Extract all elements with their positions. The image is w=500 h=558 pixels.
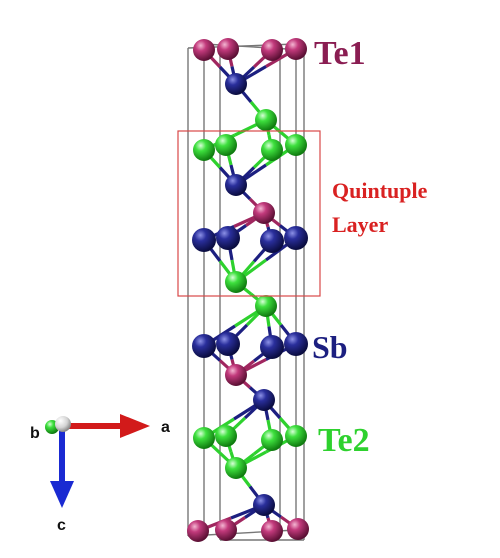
te2-atom <box>255 295 277 317</box>
te2-atom <box>261 429 283 451</box>
te2-atom <box>193 427 215 449</box>
axis-b-label: b <box>30 425 40 442</box>
te1-atom <box>287 518 309 540</box>
sb-atom <box>260 229 284 253</box>
sb-atom <box>216 226 240 250</box>
te2-atom <box>215 425 237 447</box>
te2-atom <box>285 134 307 156</box>
sb-atom <box>192 228 216 252</box>
te2-label: Te2 <box>318 422 370 459</box>
sb-atom <box>284 332 308 356</box>
sb-atom <box>225 73 247 95</box>
te1-atom <box>253 202 275 224</box>
quintuple-label-line1: Quintuple <box>332 178 428 203</box>
axis-c-arrowhead <box>50 481 74 508</box>
te1-atom <box>261 39 283 61</box>
quintuple-label-line2: Layer <box>332 212 388 237</box>
axis-a-label: a <box>161 419 170 436</box>
te1-atom <box>193 39 215 61</box>
sb-atom <box>260 335 284 359</box>
te2-atom <box>255 109 277 131</box>
axis-a-arrowhead <box>120 414 150 438</box>
te1-atom <box>217 38 239 60</box>
te1-atom <box>187 520 209 542</box>
sb-label: Sb <box>312 329 348 365</box>
te1-label: Te1 <box>314 35 366 72</box>
bonds <box>197 47 299 533</box>
te2-atom <box>215 134 237 156</box>
sb-atom <box>253 494 275 516</box>
axes-triad: a b c <box>30 414 170 534</box>
quintuple-layer-box <box>177 130 321 297</box>
axis-c-label: c <box>57 517 66 534</box>
sb-atom <box>284 226 308 250</box>
sb-atom <box>253 389 275 411</box>
te1-atom <box>261 520 283 542</box>
te2-atom <box>225 271 247 293</box>
axes-origin-sphere <box>55 416 71 432</box>
te2-atom <box>225 457 247 479</box>
atoms <box>187 38 309 542</box>
te2-atom <box>261 139 283 161</box>
unit-cell-edges <box>187 43 305 541</box>
te1-atom <box>225 364 247 386</box>
te2-atom <box>285 425 307 447</box>
te2-atom <box>193 139 215 161</box>
te1-atom <box>215 519 237 541</box>
sb-atom <box>225 174 247 196</box>
sb-atom <box>192 334 216 358</box>
te1-atom <box>285 38 307 60</box>
sb-atom <box>216 332 240 356</box>
